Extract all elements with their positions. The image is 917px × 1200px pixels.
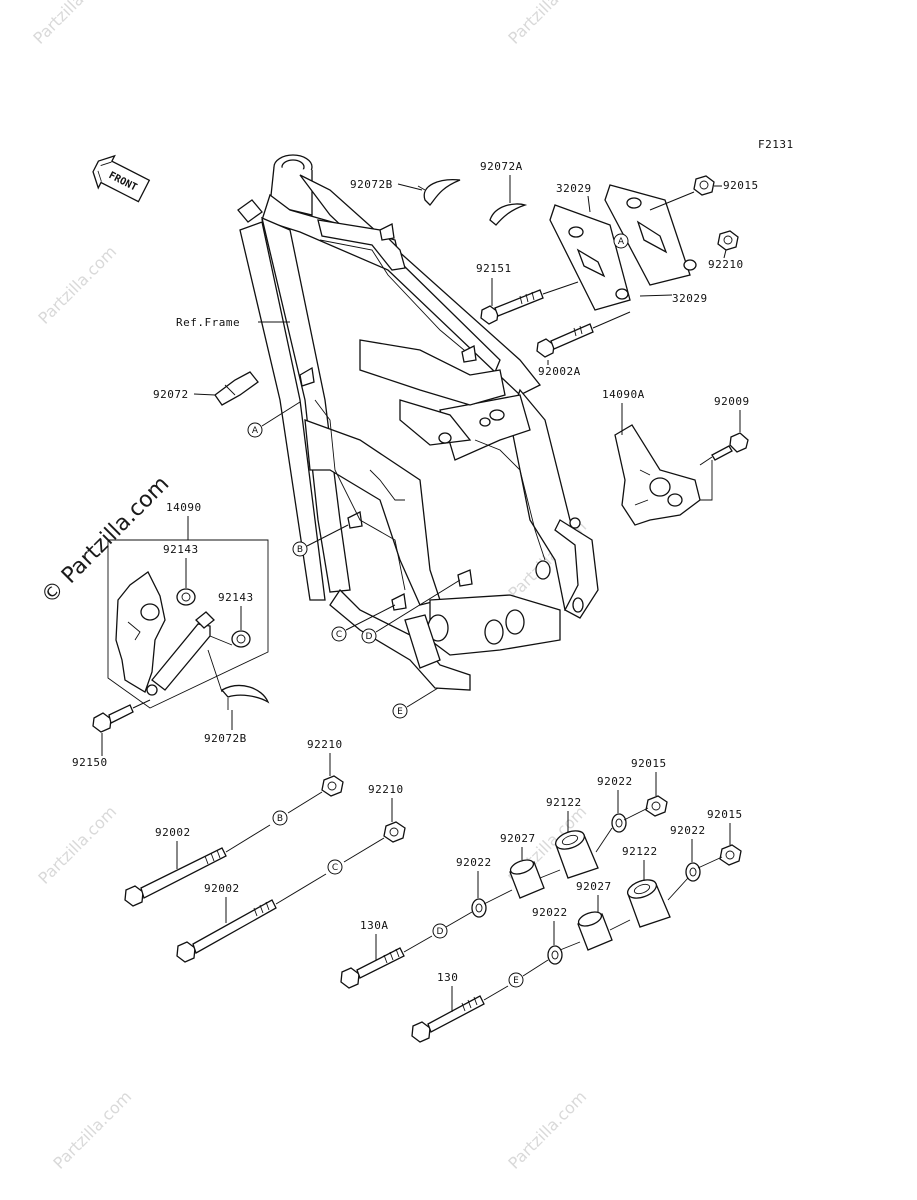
callout-e-frame: E — [392, 687, 439, 719]
figure-code: F2131 — [758, 138, 794, 151]
svg-text:92210: 92210 — [708, 258, 744, 271]
part-92002-a: 92002 — [124, 791, 323, 907]
part-92210-top: 92210 — [708, 230, 744, 271]
svg-text:C: C — [336, 630, 342, 640]
callout-d-frame: D — [361, 579, 461, 644]
part-130a: 130A — [340, 911, 473, 989]
svg-text:92015: 92015 — [723, 179, 759, 192]
part-92122-b: 92122 — [622, 845, 671, 928]
watermark-ml: Partzilla.com — [34, 242, 120, 328]
part-92022-a: 92022 — [597, 775, 633, 833]
frame — [237, 154, 599, 691]
callout-a-top: A — [613, 233, 629, 249]
callout-b-bolt: B — [272, 810, 288, 826]
callout-c-bolt: C — [327, 859, 343, 875]
svg-text:92009: 92009 — [714, 395, 750, 408]
callout-d-bolt: D — [432, 923, 448, 939]
part-14090-group: 14090 92143 92143 — [107, 501, 269, 709]
part-92015-a: 92015 — [631, 757, 668, 817]
svg-text:92143: 92143 — [163, 543, 199, 556]
svg-text:92015: 92015 — [707, 808, 743, 821]
svg-text:A: A — [618, 237, 625, 247]
svg-text:92122: 92122 — [546, 796, 582, 809]
front-arrow-icon: FRONT — [92, 154, 151, 203]
svg-text:92072: 92072 — [153, 388, 189, 401]
part-92150: 92150 — [72, 699, 151, 769]
part-92072a: 92072A — [480, 160, 528, 226]
part-92022-c: 92022 — [456, 856, 492, 918]
svg-text:92022: 92022 — [456, 856, 492, 869]
part-92015-b: 92015 — [707, 808, 743, 866]
part-92002-b: 92002 — [176, 837, 385, 963]
svg-text:92002: 92002 — [204, 882, 240, 895]
watermark-br: Partzilla.com — [504, 1087, 590, 1173]
part-92027-a: 92027 — [500, 832, 545, 899]
svg-text:92151: 92151 — [476, 262, 512, 275]
svg-text:D: D — [437, 927, 444, 937]
svg-text:92022: 92022 — [670, 824, 706, 837]
part-92210-a: 92210 — [307, 738, 344, 797]
svg-text:92072A: 92072A — [480, 160, 523, 173]
svg-text:92022: 92022 — [597, 775, 633, 788]
svg-text:92143: 92143 — [218, 591, 254, 604]
svg-text:14090A: 14090A — [602, 388, 645, 401]
svg-text:92122: 92122 — [622, 845, 658, 858]
part-92151: 92151 — [476, 262, 579, 325]
svg-text:C: C — [332, 863, 338, 873]
svg-text:92002A: 92002A — [538, 365, 581, 378]
part-92022-d: 92022 — [532, 906, 568, 965]
part-92002a: 92002A — [536, 311, 631, 378]
watermark-tl: Partzilla.com — [29, 0, 115, 48]
svg-text:32029: 32029 — [672, 292, 708, 305]
part-92072: 92072 — [153, 371, 259, 406]
callout-b-frame: B — [292, 524, 349, 557]
part-92122-a: 92122 — [546, 796, 599, 879]
watermark-bl: Partzilla.com — [49, 1087, 135, 1173]
part-92022-b: 92022 — [670, 824, 706, 882]
svg-text:32029: 32029 — [556, 182, 592, 195]
svg-text:92072B: 92072B — [204, 732, 247, 745]
ref-frame-label: Ref.Frame — [176, 316, 240, 329]
part-92072b-bot: 92072B — [204, 649, 270, 745]
part-92015-top: 92015 — [649, 175, 759, 211]
svg-text:A: A — [252, 426, 259, 436]
part-92027-b: 92027 — [576, 880, 613, 951]
callout-a-left: A — [247, 401, 301, 438]
callout-e-bolt: E — [508, 972, 524, 988]
svg-text:92210: 92210 — [368, 783, 404, 796]
svg-text:130A: 130A — [360, 919, 389, 932]
watermark-ll: Partzilla.com — [34, 802, 120, 888]
svg-text:92027: 92027 — [500, 832, 536, 845]
part-14090a: 14090A — [602, 388, 701, 526]
part-92072b-top: 92072B — [350, 178, 461, 206]
svg-text:B: B — [277, 814, 283, 824]
svg-text:130: 130 — [437, 971, 458, 984]
svg-text:92210: 92210 — [307, 738, 343, 751]
svg-text:92027: 92027 — [576, 880, 612, 893]
svg-text:14090: 14090 — [166, 501, 202, 514]
svg-text:B: B — [297, 545, 303, 555]
svg-text:92150: 92150 — [72, 756, 108, 769]
watermark-tr: Partzilla.com — [504, 0, 590, 48]
part-32029-plates: 32029 32029 — [549, 182, 708, 311]
svg-text:D: D — [366, 632, 373, 642]
part-92009: 92009 — [699, 395, 750, 501]
part-92210-b: 92210 — [368, 783, 406, 843]
svg-text:92002: 92002 — [155, 826, 191, 839]
svg-text:92072B: 92072B — [350, 178, 393, 191]
callout-c-frame: C — [331, 604, 396, 642]
svg-text:E: E — [397, 707, 403, 717]
svg-text:92022: 92022 — [532, 906, 568, 919]
svg-text:92015: 92015 — [631, 757, 667, 770]
svg-text:E: E — [513, 976, 519, 986]
part-130: 130 — [411, 959, 549, 1043]
